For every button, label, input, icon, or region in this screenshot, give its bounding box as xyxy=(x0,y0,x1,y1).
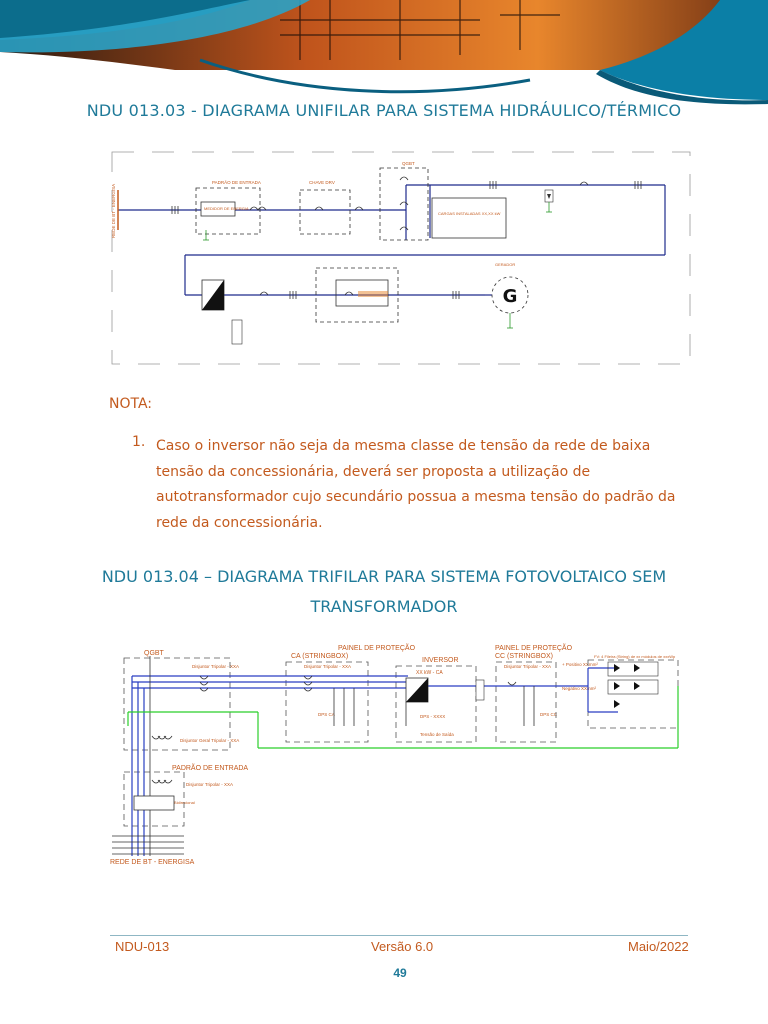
rede-label: REDE DE BT - ENERGISA xyxy=(111,184,116,238)
page-number: 49 xyxy=(393,966,407,980)
section-title-unifilar: NDU 013.03 - DIAGRAMA UNIFILAR PARA SIST… xyxy=(86,101,682,120)
disjuntor-cc: Disjuntor Tripolar - XXA xyxy=(504,664,551,669)
inversor-kw: XX kW - CA xyxy=(416,670,443,676)
painel-cc-label-2: CC (STRINGBOX) xyxy=(495,653,553,660)
disjuntor-tripolar-2: Disjuntor Tripolar - XXA xyxy=(304,664,351,669)
section-title-trifilar-line1: NDU 013.04 – DIAGRAMA TRIFILAR PARA SIST… xyxy=(101,567,667,586)
cargas-label: CARGAS INSTALADAS XX,XX kW xyxy=(438,211,501,216)
header-banner xyxy=(0,0,768,110)
padrao-label: PADRÃO DE ENTRADA xyxy=(212,179,261,185)
dps-xxxx: DPS - XXXX xyxy=(420,714,445,719)
unifilar-diagram: REDE DE BT - ENERGISA PADRÃO DE ENTRADA … xyxy=(110,150,694,368)
footer-rule xyxy=(110,935,688,936)
gerador-label: GERADOR xyxy=(495,262,515,267)
positivo-label: + Positivo XXmm² xyxy=(562,662,598,667)
disjuntor-tripolar-3: Disjuntor Tripolar - XXA xyxy=(186,782,233,787)
disjuntor-geral: Disjuntor Geral Tripolar - XXA xyxy=(180,738,239,743)
footer-doc: NDU-013 xyxy=(115,939,170,954)
section-title-trifilar-line2: TRANSFORMADOR xyxy=(310,597,458,616)
dps-ca: DPS CA xyxy=(318,712,335,717)
qgbt-label: QGBT xyxy=(144,650,165,657)
note-label: NOTA: xyxy=(109,396,153,412)
padrao-label: PADRÃO DE ENTRADA xyxy=(172,763,248,772)
tensao-saida: Tensão de Saída xyxy=(420,732,454,737)
painel-ca-label-2: CA (STRINGBOX) xyxy=(291,653,348,660)
negativo-label: Negativo XXmm² xyxy=(562,686,597,691)
trifilar-diagram: QGBT PAINEL DE PROTEÇÃO CA (STRINGBOX) I… xyxy=(108,636,698,868)
footer-version: Versão 6.0 xyxy=(371,939,434,954)
note-number: 1. xyxy=(132,434,146,450)
note-text: Caso o inversor não seja da mesma classe… xyxy=(156,438,676,531)
qgbt-label: QGBT xyxy=(402,161,415,166)
footer-date: Maio/2022 xyxy=(628,939,689,954)
dps-cc: DPS CC xyxy=(540,712,558,717)
painel-ca-label: PAINEL DE PROTEÇÃO xyxy=(338,643,416,652)
painel-cc-label: PAINEL DE PROTEÇÃO xyxy=(495,643,573,652)
chave-label: CHAVE DRV xyxy=(309,180,335,185)
rede-label: REDE DE BT - ENERGISA xyxy=(110,859,195,866)
medidor-label: MEDIDOR DE ENERGIA xyxy=(204,206,249,211)
fv-label: FV: 4 Fileira (String) de xx módulos de … xyxy=(594,654,676,659)
generator-symbol: G xyxy=(503,286,518,307)
disjuntor-tripolar-1: Disjuntor Tripolar - XXA xyxy=(192,664,239,669)
inversor-label: INVERSOR xyxy=(422,657,459,664)
